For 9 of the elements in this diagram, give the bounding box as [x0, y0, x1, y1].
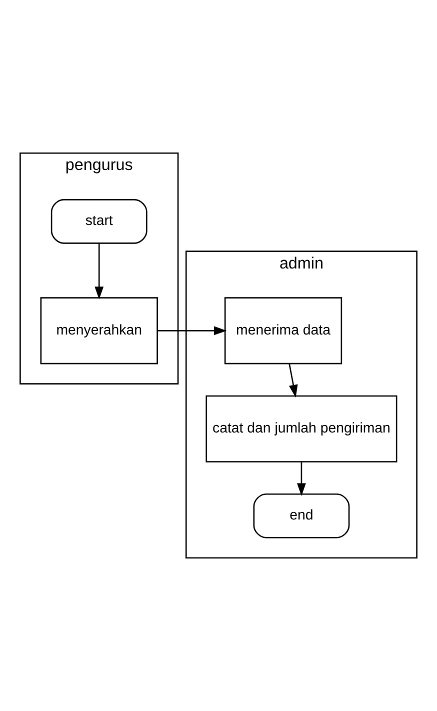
- arrow: [157, 326, 227, 336]
- node-box: catat dan jumlah pengiriman: [206, 395, 398, 462]
- arrow: [297, 462, 306, 496]
- arrow: [94, 243, 104, 300]
- node-box: end: [253, 493, 350, 538]
- node-box: start: [50, 199, 148, 244]
- node-box: menerima data: [224, 297, 342, 364]
- node-box: menyerahkan: [40, 297, 158, 364]
- arrow: [288, 364, 298, 398]
